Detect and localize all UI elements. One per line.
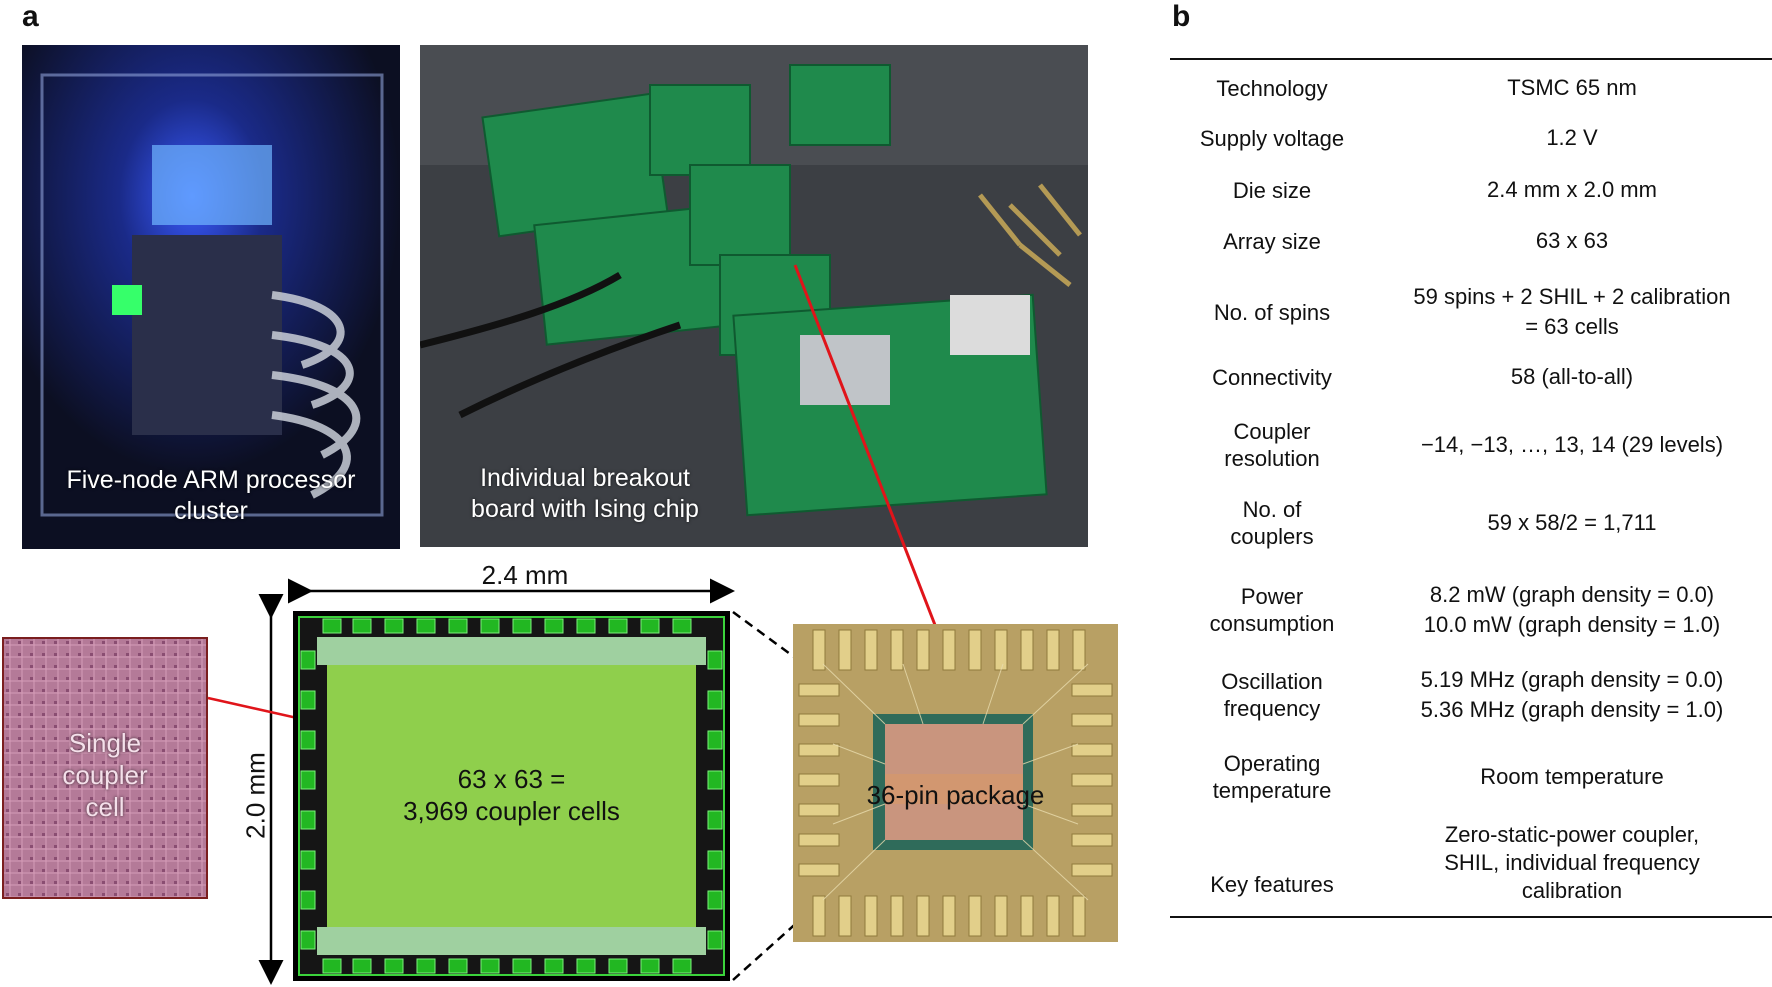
table-row: Technology TSMC 65 nm xyxy=(1170,68,1772,108)
param-label: Key features xyxy=(1210,871,1334,897)
breakout-board-photo: Individual breakout board with Ising chi… xyxy=(420,45,1088,547)
param-label: Array size xyxy=(1223,228,1321,254)
specs-table: Technology TSMC 65 nm Supply voltage 1.2… xyxy=(1170,58,1772,918)
param-value: 59 spins + 2 SHIL + 2 calibration= 63 ce… xyxy=(1413,284,1731,339)
board-to-package-line xyxy=(793,264,937,626)
param-value: Zero-static-power coupler,SHIL, individu… xyxy=(1444,822,1700,903)
table-row: Array size 63 x 63 xyxy=(1170,221,1772,261)
param-value: 1.2 V xyxy=(1546,125,1598,150)
cluster-caption: Five-node ARM processor cluster xyxy=(66,466,356,525)
param-value: Room temperature xyxy=(1480,764,1664,789)
param-value: 8.2 mW (graph density = 0.0)10.0 mW (gra… xyxy=(1423,582,1721,637)
param-value: 63 x 63 xyxy=(1535,228,1609,253)
param-value: −14, −13, …, 13, 14 (29 levels) xyxy=(1420,432,1724,457)
width-label: 2.4 mm xyxy=(481,560,569,590)
chip-package-photo: 36-pin package xyxy=(793,624,1118,942)
param-label: Connectivity xyxy=(1212,364,1332,390)
table-row: Key features Zero-static-power coupler,S… xyxy=(1170,815,1772,911)
param-label: Die size xyxy=(1232,177,1312,203)
coupler-cell-image: Single coupler cell xyxy=(2,637,208,899)
die-layout: 63 x 63 = 3,969 coupler cells xyxy=(293,611,730,981)
board-caption: Individual breakout board with Ising chi… xyxy=(471,464,699,523)
table-row: Die size 2.4 mm x 2.0 mm xyxy=(1170,170,1772,210)
param-value: 5.19 MHz (graph density = 0.0)5.36 MHz (… xyxy=(1420,667,1724,722)
table-row: Supply voltage 1.2 V xyxy=(1170,118,1772,158)
param-value: 59 x 58/2 = 1,711 xyxy=(1487,510,1657,535)
param-label: Technology xyxy=(1216,75,1328,101)
cluster-photo: Five-node ARM processor cluster xyxy=(22,45,400,549)
table-row: Connectivity 58 (all-to-all) xyxy=(1170,357,1772,397)
param-label: Supply voltage xyxy=(1199,125,1345,151)
table-row: No. of spins 59 spins + 2 SHIL + 2 calib… xyxy=(1170,280,1772,344)
panel-b-letter: b xyxy=(1172,0,1191,33)
array-label: 63 x 63 = 3,969 coupler cells xyxy=(403,764,620,826)
param-label: No. of spins xyxy=(1213,299,1331,325)
panel-a-letter: a xyxy=(22,0,39,33)
coupler-cell-caption: Single coupler cell xyxy=(62,728,148,822)
height-label: 2.0 mm xyxy=(240,752,271,839)
package-caption: 36-pin package xyxy=(866,780,1045,810)
param-value: 2.4 mm x 2.0 mm xyxy=(1487,177,1657,202)
param-value: TSMC 65 nm xyxy=(1507,75,1637,100)
param-value: 58 (all-to-all) xyxy=(1510,364,1634,389)
